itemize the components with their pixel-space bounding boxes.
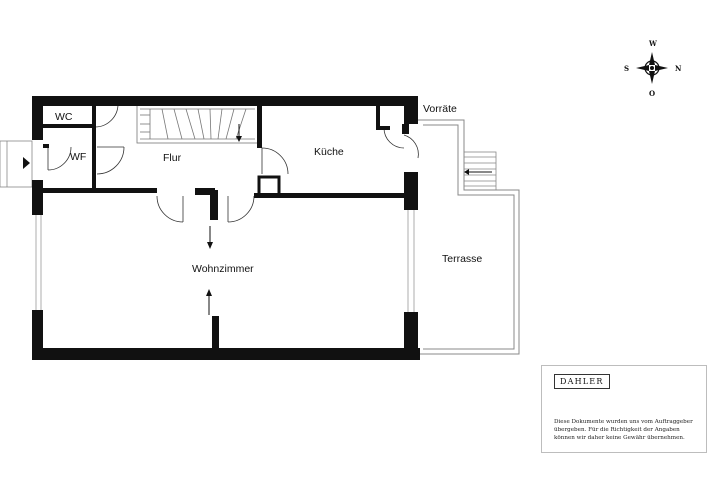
room-label-wc: WC: [55, 111, 73, 123]
stair-arrow-icon: [236, 136, 242, 142]
room-label-kueche: Küche: [314, 146, 344, 158]
compass-north-label: N: [675, 64, 682, 73]
room-label-wf: WF: [70, 151, 86, 163]
entrance-arrow-icon: [23, 157, 30, 169]
door-swings: [47, 103, 419, 223]
room-label-flur: Flur: [163, 152, 182, 164]
down-arrow-icon: [207, 242, 213, 249]
staircase: [136, 104, 261, 144]
terrace-steps: [463, 151, 497, 191]
disclaimer-text: Diese Dokumente wurden uns vom Auftragge…: [554, 419, 693, 441]
room-label-vorraete: Vorräte: [423, 103, 457, 115]
compass-south-label: S: [624, 64, 629, 73]
legend-box: DAHLER Diese Dokumente wurden uns vom Au…: [541, 365, 707, 453]
compass-rose-icon: [636, 52, 668, 84]
steps-arrow-icon: [464, 169, 469, 175]
compass-east-label: O: [649, 89, 655, 98]
terrace-outline: [418, 119, 520, 355]
up-arrow-icon: [206, 289, 212, 296]
room-label-wohnzimmer: Wohnzimmer: [192, 263, 254, 275]
brand-logo: DAHLER: [554, 374, 610, 389]
room-label-terrasse: Terrasse: [442, 253, 482, 265]
compass-west-label: W: [648, 39, 657, 48]
walls: [32, 96, 420, 360]
entrance-steps: [0, 140, 33, 188]
